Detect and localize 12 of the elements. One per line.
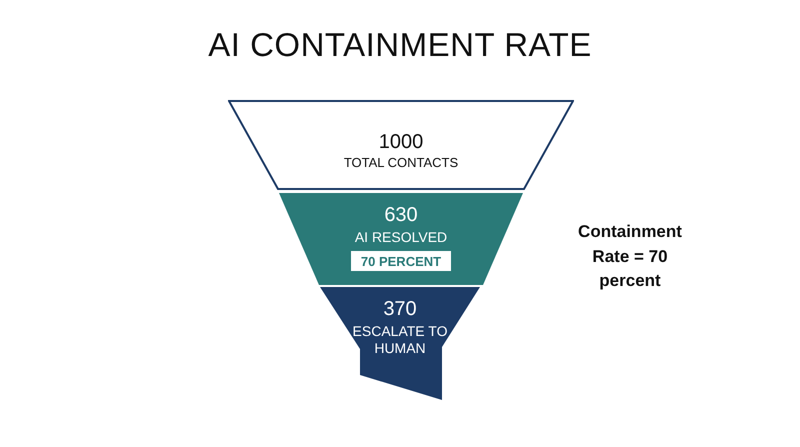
band-label: ESCALATE TO HUMAN [352, 323, 448, 357]
funnel-band [320, 287, 480, 402]
rate-note: Containment Rate = 70 percent [577, 221, 683, 292]
title: AI CONTAINMENT RATE [208, 26, 592, 63]
band-label: AI RESOLVED [354, 229, 448, 246]
count-value: 630 [384, 203, 418, 227]
count-value: 1000 [378, 130, 424, 154]
funnel-band [228, 100, 574, 190]
percent-badge: 70 PERCENT [351, 251, 451, 271]
funnel-band [279, 193, 523, 285]
count-value: 370 [383, 297, 417, 321]
band-label: TOTAL CONTACTS [344, 155, 458, 171]
